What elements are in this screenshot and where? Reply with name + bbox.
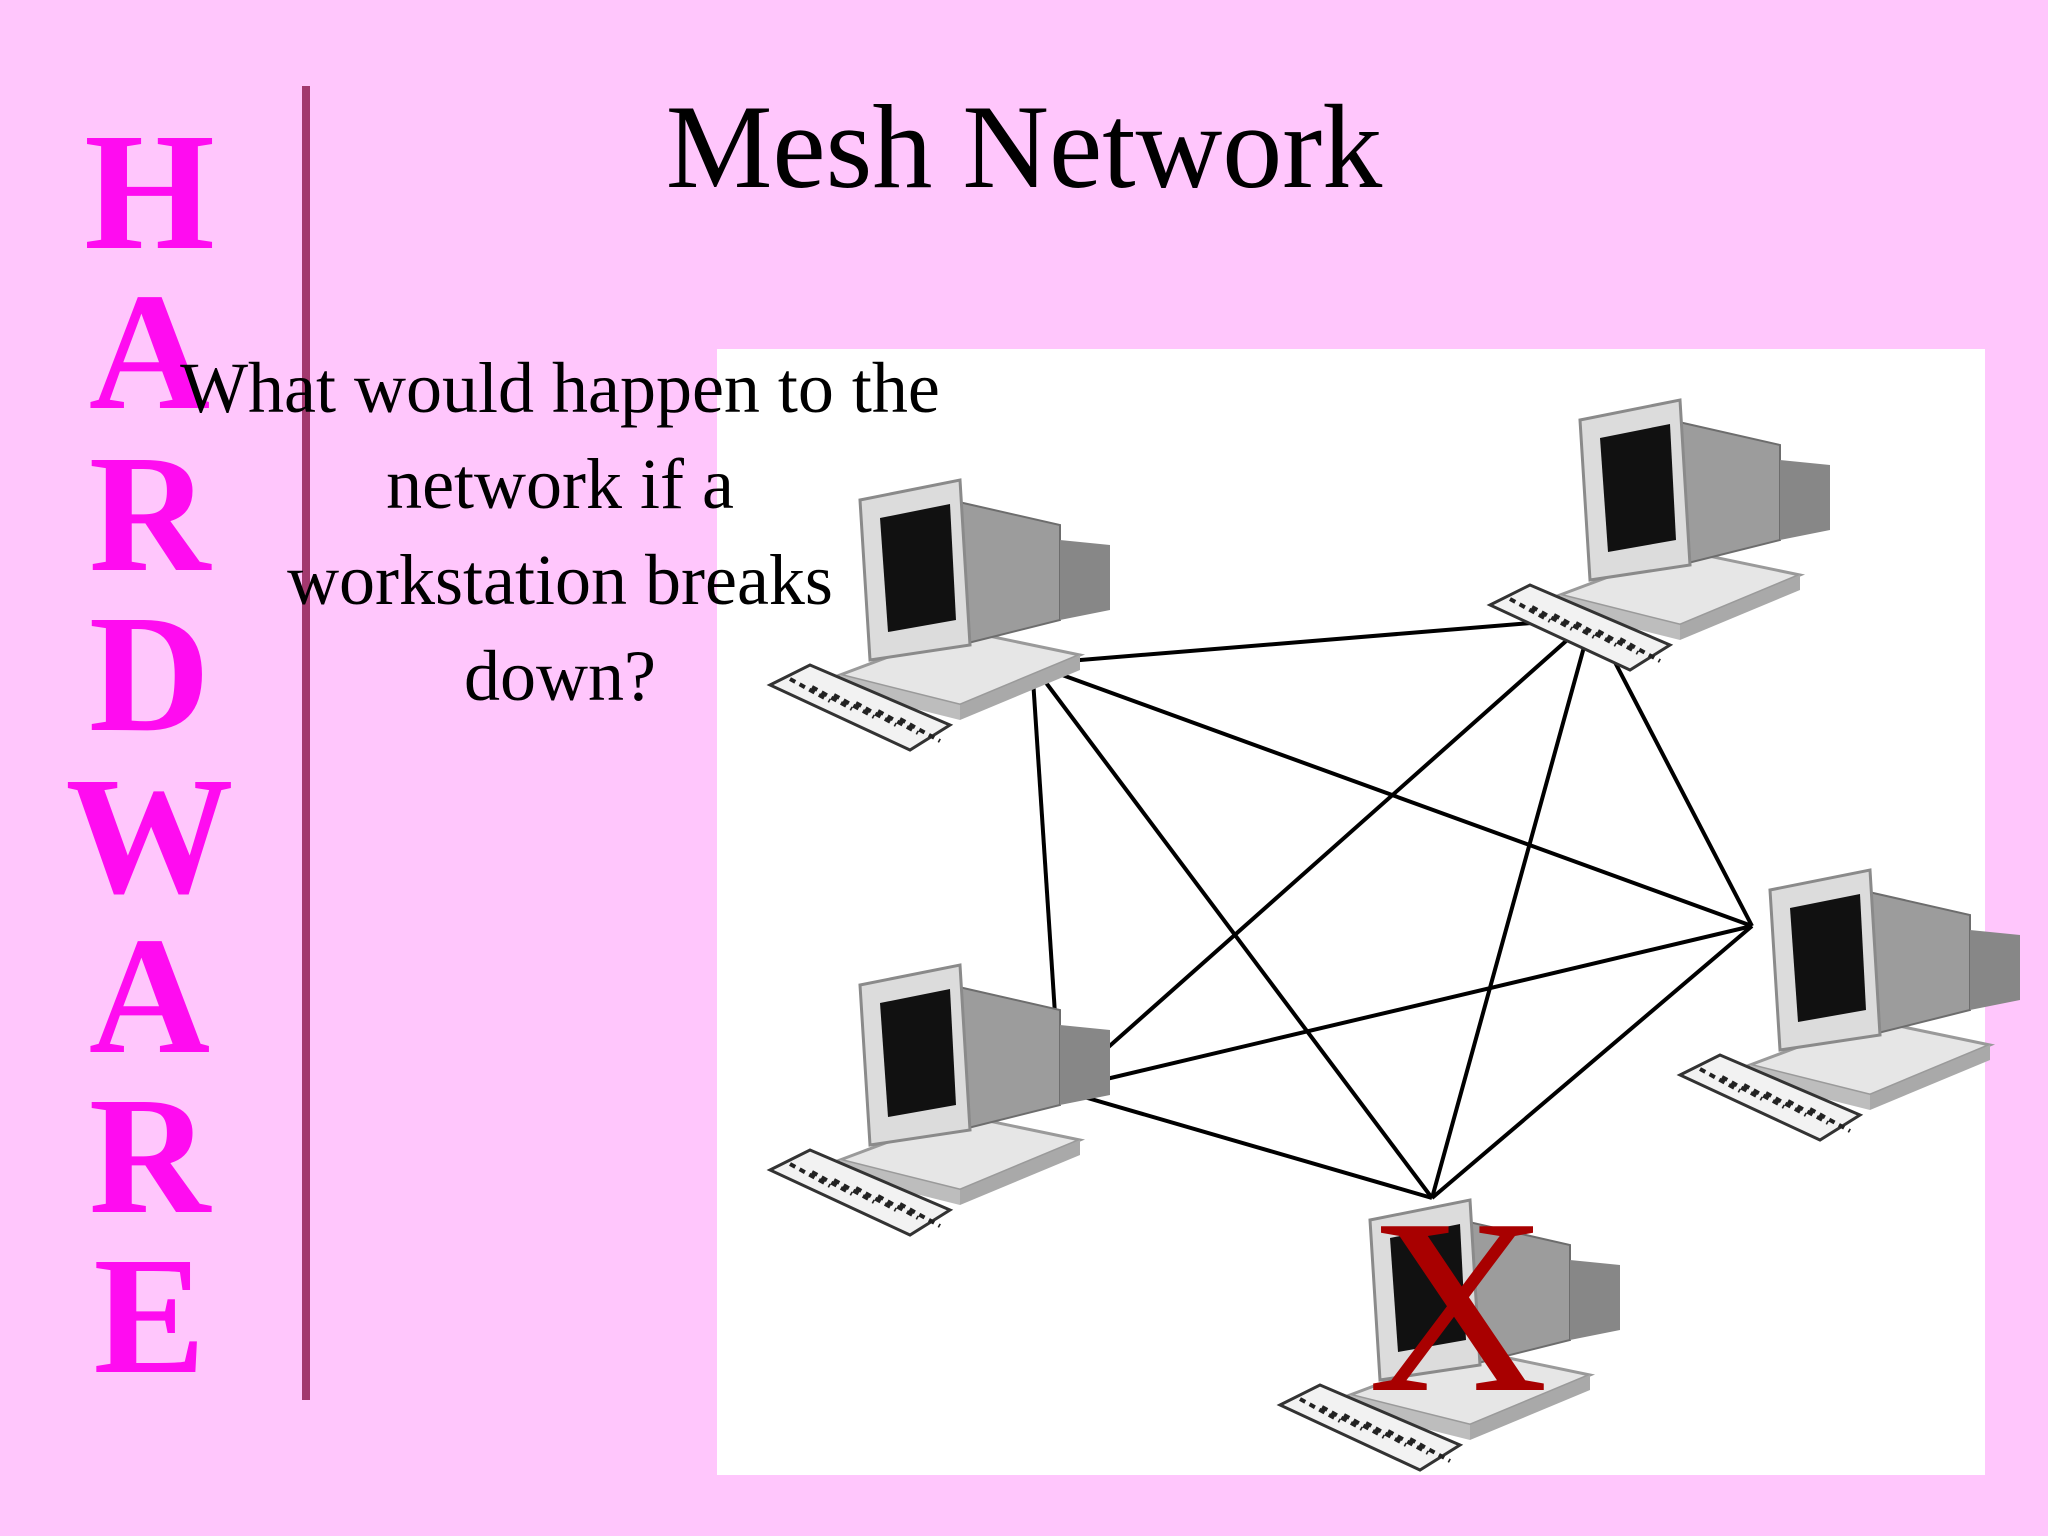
computer-icon (1676, 868, 2020, 1142)
computer-icon (766, 478, 1110, 752)
computer-icon (766, 963, 1110, 1237)
side-letter: A (88, 259, 211, 445)
side-letter: A (88, 903, 211, 1089)
network-link (1059, 924, 1753, 1092)
computer-icon (1486, 398, 1830, 672)
side-letter: W (65, 743, 234, 929)
vertical-divider (302, 86, 310, 1400)
question-line: What would happen to the (180, 348, 940, 428)
network-link (1590, 617, 1754, 927)
slide-title: Mesh Network (665, 80, 1383, 213)
network-link (1030, 662, 1434, 1200)
question-line: down? (464, 636, 656, 716)
network-link (1031, 616, 1593, 666)
side-letter: E (93, 1223, 206, 1409)
network-link (1430, 617, 1594, 1199)
side-letter: H (84, 99, 215, 285)
side-letter: R (88, 421, 211, 607)
failure-x-mark: X (1367, 1168, 1549, 1445)
side-letter: R (88, 1063, 211, 1249)
question-line: workstation breaks (287, 540, 833, 620)
side-letter: D (88, 581, 211, 767)
question-text: What would happen to the network if a wo… (130, 340, 990, 724)
network-link (1059, 1088, 1433, 1200)
computer-icon (1276, 1198, 1620, 1472)
question-line: network if a (386, 444, 734, 524)
network-link (1430, 924, 1754, 1200)
network-link (1058, 616, 1594, 1092)
